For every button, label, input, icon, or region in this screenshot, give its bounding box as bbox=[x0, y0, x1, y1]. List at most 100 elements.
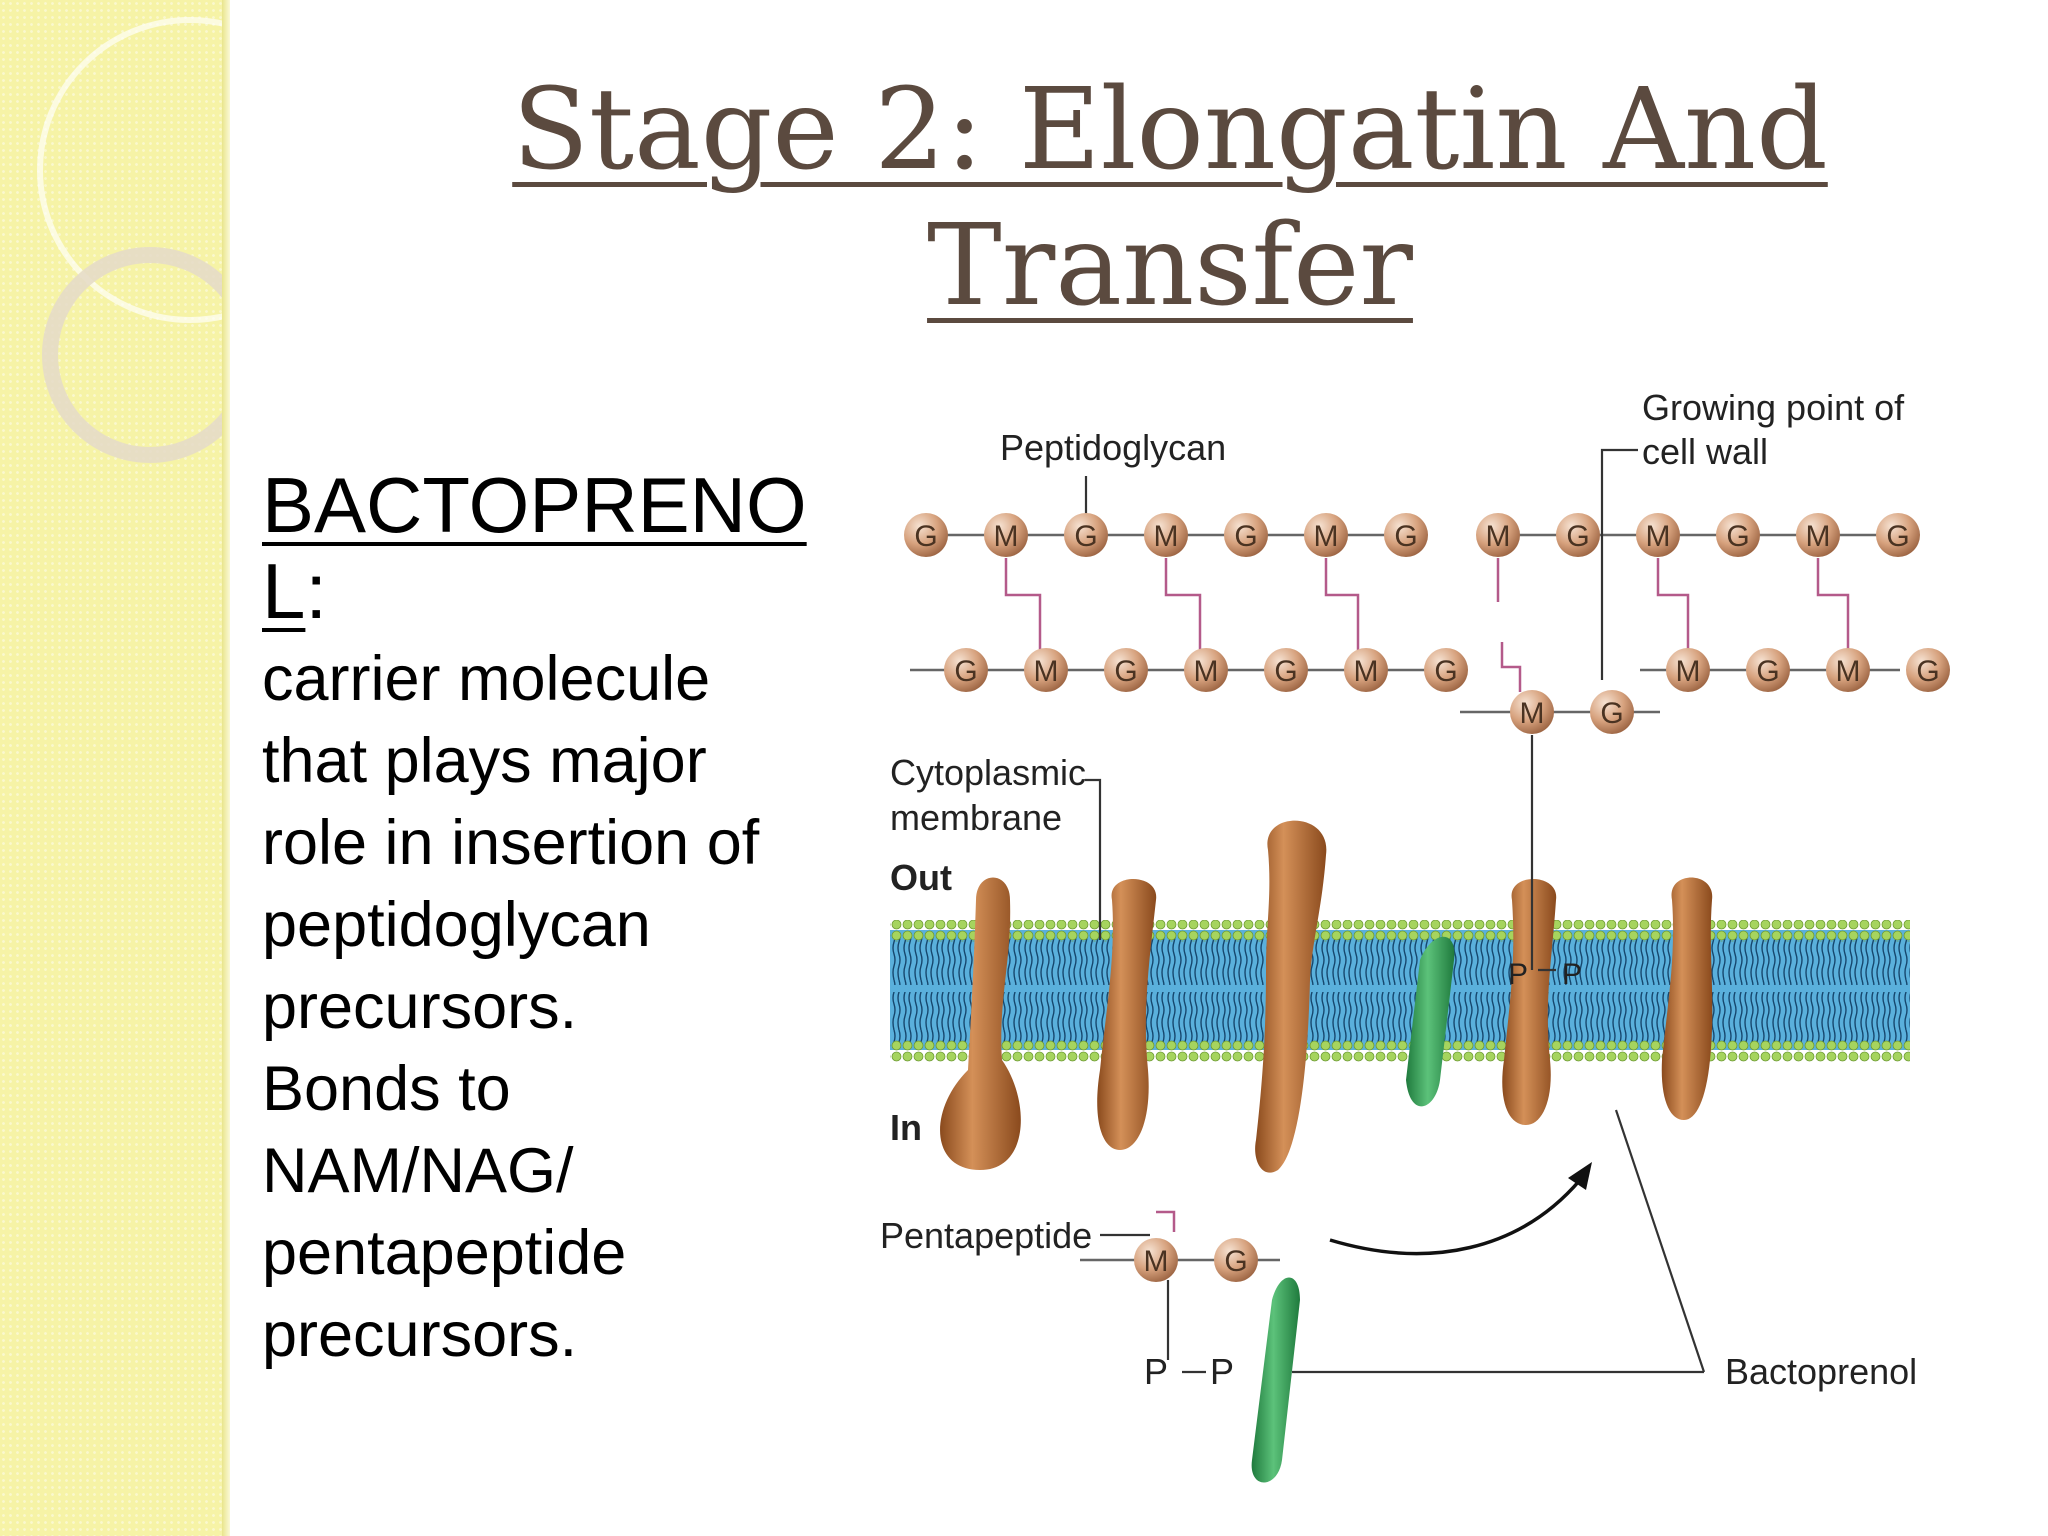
phosphate-p-free-2: P bbox=[1210, 1351, 1234, 1392]
sugar-bead-M bbox=[1184, 648, 1228, 692]
transfer-arrow bbox=[1329, 1178, 1582, 1256]
sugar-bead-M bbox=[1144, 513, 1188, 557]
sugar-label: M bbox=[1520, 697, 1545, 730]
sugar-label: G bbox=[1886, 520, 1909, 553]
sugar-label: M bbox=[1646, 520, 1671, 553]
membrane-heads-outer bbox=[890, 920, 1910, 942]
sugar-bead-M bbox=[1796, 513, 1840, 557]
heading-tail: L bbox=[262, 547, 306, 635]
heading-colon: : bbox=[305, 547, 328, 635]
sugar-bead-G bbox=[1716, 513, 1760, 557]
membrane-protein bbox=[940, 877, 1021, 1170]
desc-line: pentapeptide bbox=[262, 1218, 627, 1288]
desc-line: peptidoglycan bbox=[262, 890, 651, 960]
sidebar-edge bbox=[222, 0, 230, 1536]
sugar-bead-G bbox=[1556, 513, 1600, 557]
sugar-label: M bbox=[1806, 520, 1831, 553]
sugar-bead-G bbox=[1224, 513, 1268, 557]
membrane bbox=[890, 920, 1910, 1062]
sugar-label: G bbox=[1756, 655, 1779, 688]
ring-large bbox=[37, 17, 228, 323]
sugar-bead-M bbox=[1510, 690, 1554, 734]
membrane-tails-bottom bbox=[890, 992, 1910, 1042]
sidebar-decoration bbox=[0, 0, 228, 1536]
desc-line: precursors. bbox=[262, 1300, 578, 1370]
bactoprenol-membrane bbox=[1406, 936, 1455, 1107]
sugar-bead-G bbox=[1384, 513, 1428, 557]
membrane-tails-top bbox=[890, 935, 1910, 985]
desc-line: role in insertion of bbox=[262, 808, 760, 878]
sugar-label: G bbox=[1600, 697, 1623, 730]
sugar-label: G bbox=[1434, 655, 1457, 688]
sugar-label: M bbox=[1836, 655, 1861, 688]
sugar-bead-M bbox=[1666, 648, 1710, 692]
sugar-label: G bbox=[1916, 655, 1939, 688]
cytoplasmic-leader bbox=[1085, 778, 1102, 940]
sugar-label: M bbox=[1194, 655, 1219, 688]
label-cytoplasmic-2: membrane bbox=[890, 797, 1062, 838]
sugar-bead-G bbox=[904, 513, 948, 557]
transfer-arrowhead bbox=[1568, 1162, 1592, 1190]
phosphate-p-free-1: P bbox=[1144, 1351, 1168, 1392]
sugar-label: G bbox=[1394, 520, 1417, 553]
ring-small bbox=[42, 247, 228, 463]
sugar-bead-G bbox=[1424, 648, 1468, 692]
crosslink bbox=[1004, 558, 1042, 650]
crosslink bbox=[1500, 642, 1522, 692]
membrane-protein bbox=[1502, 879, 1557, 1125]
sugar-bead-M bbox=[1476, 513, 1520, 557]
sugar-bead-M bbox=[1344, 648, 1388, 692]
label-cytoplasmic-1: Cytoplasmic bbox=[890, 752, 1086, 793]
body-description: carrier molecule that plays major role i… bbox=[262, 638, 832, 1376]
sugar-label: G bbox=[1224, 1245, 1247, 1278]
sugar-bead-M bbox=[1636, 513, 1680, 557]
crosslink bbox=[1816, 558, 1850, 650]
label-growing-point-2: cell wall bbox=[1642, 431, 1768, 472]
sugar-label: M bbox=[1144, 1245, 1169, 1278]
desc-line: that plays major bbox=[262, 726, 707, 796]
label-growing-point-1: Growing point of bbox=[1642, 387, 1905, 428]
sugar-bead-G bbox=[1064, 513, 1108, 557]
decorative-rings bbox=[37, 17, 228, 463]
label-peptidoglycan: Peptidoglycan bbox=[1000, 427, 1226, 468]
sugar-label: M bbox=[1354, 655, 1379, 688]
sugar-label: G bbox=[1074, 520, 1097, 553]
sugar-bead-G bbox=[1876, 513, 1920, 557]
sugar-label: M bbox=[1154, 520, 1179, 553]
glycan-backbones bbox=[910, 533, 1900, 1262]
title-line-1: Stage 2: Elongatin And bbox=[512, 65, 1828, 195]
crosslink bbox=[1656, 558, 1690, 650]
heading-main: BACTOPRENO bbox=[262, 461, 807, 549]
sugar-label: M bbox=[1676, 655, 1701, 688]
crosslink bbox=[1156, 1210, 1176, 1232]
membrane-protein bbox=[1255, 820, 1327, 1173]
sugar-bead-G bbox=[1746, 648, 1790, 692]
sugar-bead-G bbox=[1104, 648, 1148, 692]
desc-line: precursors. bbox=[262, 972, 578, 1042]
sugar-label: G bbox=[1114, 655, 1137, 688]
sugar-label: G bbox=[954, 655, 977, 688]
phosphate-p-membrane-2: P bbox=[1562, 958, 1582, 991]
sugar-bead-G bbox=[1264, 648, 1308, 692]
label-leaders bbox=[1084, 448, 1706, 1374]
sugar-bead-M bbox=[1304, 513, 1348, 557]
pentapeptide-links bbox=[1004, 558, 1850, 1232]
bactoprenol-leader-2 bbox=[1614, 1109, 1706, 1373]
membrane-protein bbox=[1661, 877, 1713, 1120]
label-bactoprenol: Bactoprenol bbox=[1725, 1351, 1917, 1392]
desc-line: Bonds to bbox=[262, 1054, 511, 1124]
sugar-bead-M bbox=[1024, 648, 1068, 692]
membrane-heads-inner bbox=[890, 1040, 1910, 1062]
sugar-bead-G bbox=[1906, 648, 1950, 692]
sugar-bead-M bbox=[1826, 648, 1870, 692]
sugar-label: G bbox=[1726, 520, 1749, 553]
sugar-label: G bbox=[1234, 520, 1257, 553]
sugar-bead-M bbox=[1134, 1238, 1178, 1282]
sugar-bead-G bbox=[944, 648, 988, 692]
sugar-bead-G bbox=[1214, 1238, 1258, 1282]
bactoprenol-free bbox=[1251, 1277, 1300, 1483]
